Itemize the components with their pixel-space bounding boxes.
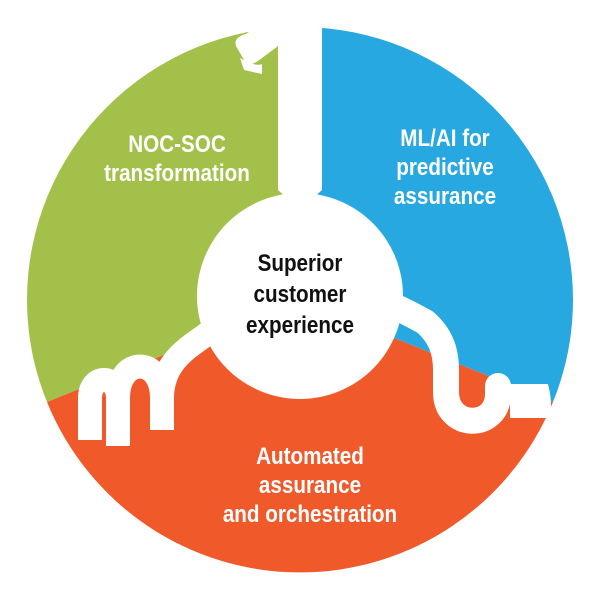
label-automated-line-3: and orchestration: [222, 501, 398, 528]
label-automated: Automated assurance and orchestration: [207, 442, 413, 529]
label-automated-line-1: Automated: [256, 443, 364, 470]
separator-digit-one-base: [240, 58, 262, 74]
label-noc-soc-line-1: NOC-SOC: [128, 131, 226, 158]
separator-letter-u-stem: [510, 384, 551, 418]
label-automated-line-2: assurance: [258, 472, 362, 499]
separator-letter-u: [362, 287, 511, 434]
label-noc-soc-line-2: transformation: [104, 160, 250, 187]
center-label-line-3: experience: [246, 312, 354, 339]
label-ml-ai-line-3: assurance: [393, 183, 497, 210]
label-ml-ai-line-1: ML/AI for: [400, 125, 490, 152]
label-ml-ai-line-2: predictive: [396, 154, 494, 181]
center-label-line-1: Superior: [257, 250, 343, 277]
label-ml-ai: ML/AI for predictive assurance: [372, 124, 518, 211]
center-label: Superior customer experience: [223, 248, 378, 341]
label-noc-soc: NOC-SOC transformation: [87, 130, 268, 188]
center-circle: [197, 193, 403, 399]
center-label-line-2: customer: [253, 281, 347, 308]
separator-digit-one: [235, 0, 322, 210]
